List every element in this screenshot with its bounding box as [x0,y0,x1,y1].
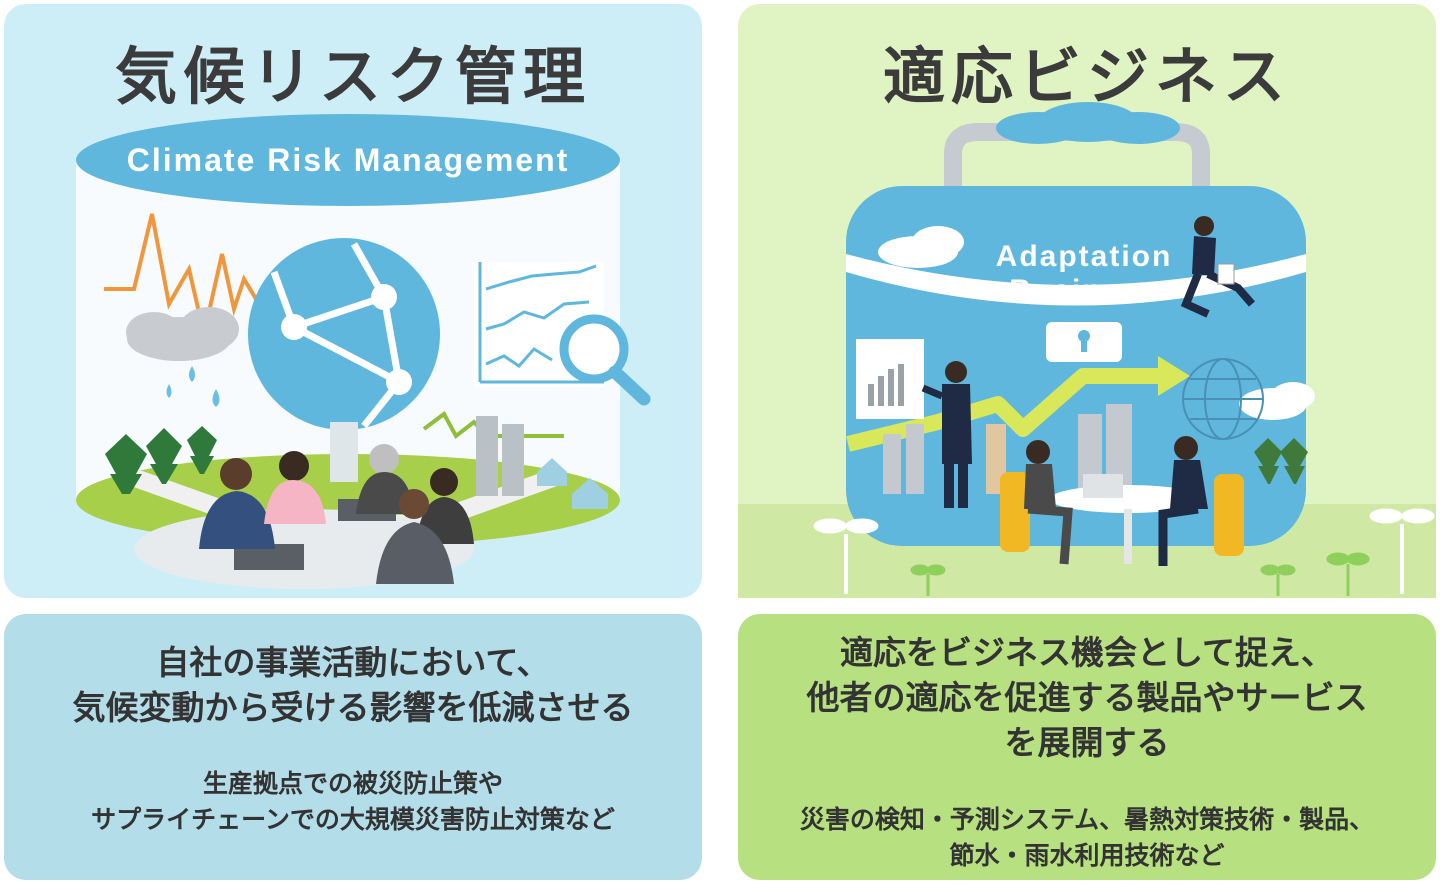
globe-grid-icon [1182,358,1264,440]
handle-cloud-icon [996,102,1180,144]
adaptation-lead-line: 他者の適応を促進する製品やサービス [806,678,1368,717]
banner-ellipse [76,114,620,206]
climate-risk-illustration: Climate Risk Management [76,114,651,589]
adaptation-example-line: 災害の検知・予測システム、暑熱対策技術・製品、 [799,805,1375,834]
house-icon [537,458,608,509]
adaptation-lead-line: を展開する [1004,723,1170,762]
climate-risk-example-line: サプライチェーンでの大規模災害防止対策など [91,805,615,834]
adaptation-banner-line2: Business [1009,274,1158,307]
adaptation-business-title: 適応ビジネス [882,40,1291,113]
rain-drop-icon [166,366,220,407]
climate-risk-example-line: 生産拠点での被災防止策や [202,769,503,798]
climate-risk-description: 自社の事業活動において、 気候変動から受ける影響を低減させる 生産拠点での被災防… [4,614,702,880]
climate-risk-lead-line: 自社の事業活動において、 [156,643,550,682]
adaptation-example-line: 節水・雨水利用技術など [949,841,1225,870]
climate-risk-lead: 自社の事業活動において、 気候変動から受ける影響を低減させる [4,640,702,730]
lock-icon [1046,322,1122,362]
adaptation-lead: 適応をビジネス機会として捉え、 他者の適応を促進する製品やサービス を展開する [738,630,1436,765]
climate-risk-panel: 気候リスク管理 Climate Risk Management [4,4,702,598]
small-cloud-icon [878,226,1315,420]
adaptation-business-description: 適応をビジネス機会として捉え、 他者の適応を促進する製品やサービス を展開する … [738,614,1436,880]
adaptation-business-panel: 適応ビジネス Adaptation Business [738,4,1436,598]
running-businessman-illustration [1180,216,1256,318]
climate-risk-examples: 生産拠点での被災防止策や サプライチェーンでの大規模災害防止対策など [4,766,702,838]
climate-risk-title: 気候リスク管理 [114,40,591,113]
climate-banner-text: Climate Risk Management [127,142,570,178]
building-icon [476,416,524,496]
tree-icon [1254,438,1308,484]
magnifier-icon [559,314,651,406]
meeting-table-illustration [1000,436,1244,566]
adaptation-banner-line1: Adaptation [996,240,1173,273]
adaptation-business-illustration: Adaptation Business [738,102,1436,598]
sprout-icon [813,508,1435,594]
tree-icon [105,426,217,494]
small-sprout-icon [910,552,1370,596]
adaptation-examples: 災害の検知・予測システム、暑熱対策技術・製品、 節水・雨水利用技術など [738,802,1436,874]
globe-network-icon [248,238,440,482]
presenter-person-illustration [921,361,972,508]
cloud-icon [126,307,239,361]
adaptation-lead-line: 適応をビジネス機会として捉え、 [839,633,1334,672]
orange-line-graph [104,213,261,335]
meeting-people-illustration [134,444,474,589]
climate-risk-lead-line: 気候変動から受ける影響を低減させる [72,688,634,727]
presentation-board-icon [856,339,924,419]
